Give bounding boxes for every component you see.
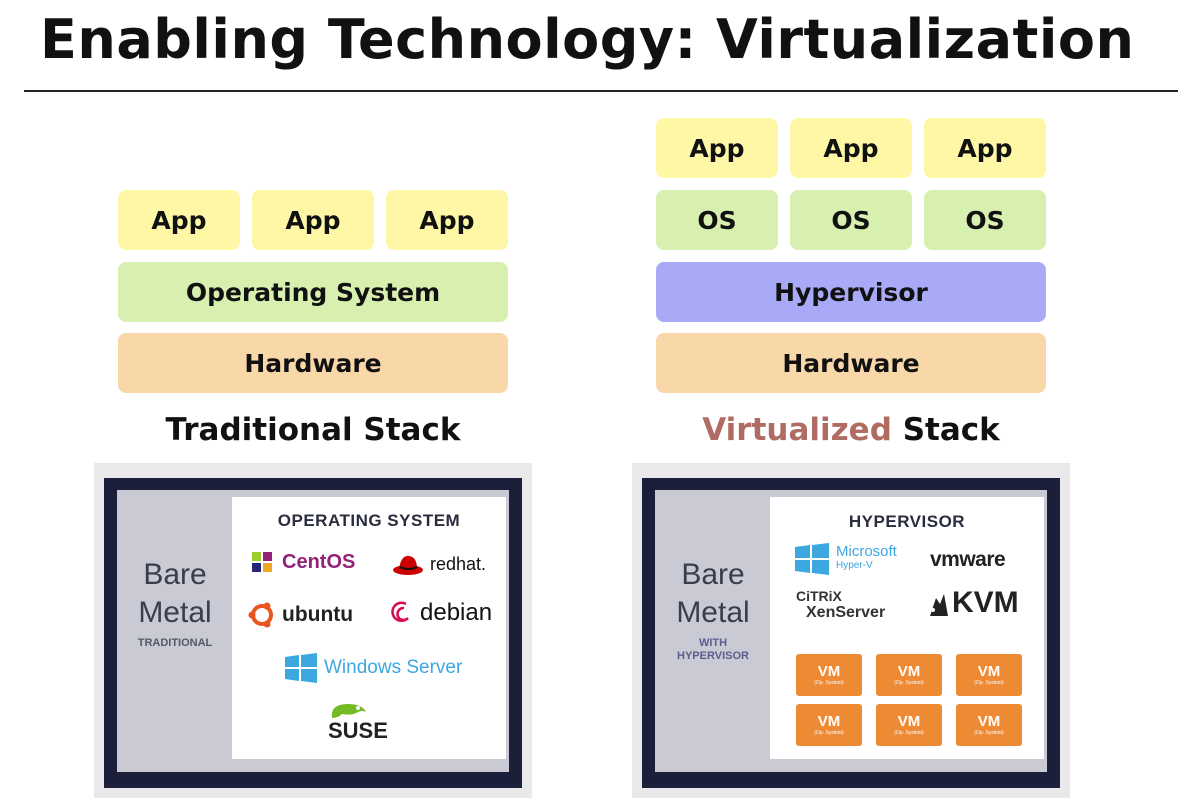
virtualized-stack-caption: Virtualized Stack xyxy=(656,412,1046,448)
vm-os-sublabel: (Op. System) xyxy=(894,729,924,736)
ubuntu-logo: ubuntu xyxy=(248,601,353,629)
virtual-app-box-2: App xyxy=(790,118,912,178)
windows-server-logo: Windows Server xyxy=(284,652,462,684)
ubuntu-text: ubuntu xyxy=(282,603,354,626)
guest-os-box-3: OS xyxy=(924,190,1046,250)
microsoft-windows-icon xyxy=(795,543,829,575)
vm-box: VM(Op. System) xyxy=(796,654,862,696)
kvm-logo: KVM xyxy=(928,586,1019,620)
vm-label: VM xyxy=(817,712,841,730)
vm-label: VM xyxy=(897,662,921,680)
vm-box: VM(Op. System) xyxy=(956,654,1022,696)
vm-box: VM(Op. System) xyxy=(876,654,942,696)
vm-box: VM(Op. System) xyxy=(956,704,1022,746)
centos-icon xyxy=(252,552,272,572)
hypervisor-section-title: HYPERVISOR xyxy=(848,512,966,531)
virtual-hardware-box: Hardware xyxy=(656,333,1046,393)
traditional-os-area xyxy=(232,497,506,759)
suse-text: SUSE xyxy=(328,718,388,743)
suse-logo: SUSE xyxy=(328,700,388,744)
vm-label: VM xyxy=(977,662,1001,680)
hypervisor-sub-label: HYPERVISOR xyxy=(677,650,749,662)
stack-word: Stack xyxy=(902,412,1000,448)
vm-label: VM xyxy=(977,712,1001,730)
vm-label: VM xyxy=(817,662,841,680)
metal-label: Metal xyxy=(138,596,212,629)
bare-label-2: Bare xyxy=(681,558,745,591)
redhat-logo: redhat. xyxy=(392,550,486,578)
ubuntu-icon xyxy=(248,602,273,628)
kvm-penguin-icon xyxy=(930,594,948,616)
os-section-title: OPERATING SYSTEM xyxy=(277,511,461,530)
vm-box: VM(Op. System) xyxy=(876,704,942,746)
hyperv-text: Hyper-V xyxy=(836,560,873,571)
debian-swirl-icon xyxy=(391,601,409,623)
bare-label: Bare xyxy=(143,558,207,591)
centos-logo: CentOS xyxy=(248,548,355,576)
traditional-stack-caption: Traditional Stack xyxy=(165,412,461,448)
traditional-os-box: Operating System xyxy=(118,262,508,322)
slide-title: Enabling Technology: Virtualization xyxy=(40,8,1135,71)
with-hypervisor-sub-label: WITH HYPERVISOR xyxy=(656,637,770,663)
windows-server-text: Windows Server xyxy=(324,657,463,678)
xenserver-text: XenServer xyxy=(806,604,886,621)
debian-logo: debian xyxy=(390,598,492,628)
redhat-hat-icon xyxy=(393,555,423,575)
vm-os-sublabel: (Op. System) xyxy=(814,679,844,686)
microsoft-text: Microsoft xyxy=(836,543,897,560)
virtual-app-box-1: App xyxy=(656,118,778,178)
citrix-text: CiTRiX xyxy=(796,588,842,604)
redhat-text: redhat. xyxy=(430,553,487,574)
vm-os-sublabel: (Op. System) xyxy=(814,729,844,736)
guest-os-box-2: OS xyxy=(790,190,912,250)
hypervisor-box: Hypervisor xyxy=(656,262,1046,322)
traditional-sub-label: TRADITIONAL xyxy=(137,637,213,649)
vm-os-sublabel: (Op. System) xyxy=(894,679,924,686)
traditional-app-box-1: App xyxy=(118,190,240,250)
traditional-hardware-box: Hardware xyxy=(118,333,508,393)
title-divider xyxy=(24,90,1178,92)
guest-os-box-1: OS xyxy=(656,190,778,250)
traditional-app-box-3: App xyxy=(386,190,508,250)
vm-box: VM(Op. System) xyxy=(796,704,862,746)
virtual-app-box-3: App xyxy=(924,118,1046,178)
vm-os-sublabel: (Op. System) xyxy=(974,679,1004,686)
windows-icon xyxy=(285,653,317,683)
traditional-app-box-2: App xyxy=(252,190,374,250)
with-label: WITH xyxy=(698,637,728,649)
debian-text: debian xyxy=(420,599,493,626)
vm-label: VM xyxy=(897,712,921,730)
vm-os-sublabel: (Op. System) xyxy=(974,729,1004,736)
citrix-xenserver-logo: CiTRiX XenServer xyxy=(796,588,885,622)
vmware-logo: vmware xyxy=(930,548,1006,572)
suse-chameleon-icon xyxy=(331,704,366,718)
vmware-text: vmware xyxy=(930,548,1006,571)
kvm-text: KVM xyxy=(952,586,1019,619)
virtualized-word: Virtualized xyxy=(702,412,892,448)
microsoft-hyperv-logo: Microsoft Hyper-V xyxy=(794,542,897,576)
metal-label-2: Metal xyxy=(676,596,750,629)
centos-text: CentOS xyxy=(282,550,356,573)
